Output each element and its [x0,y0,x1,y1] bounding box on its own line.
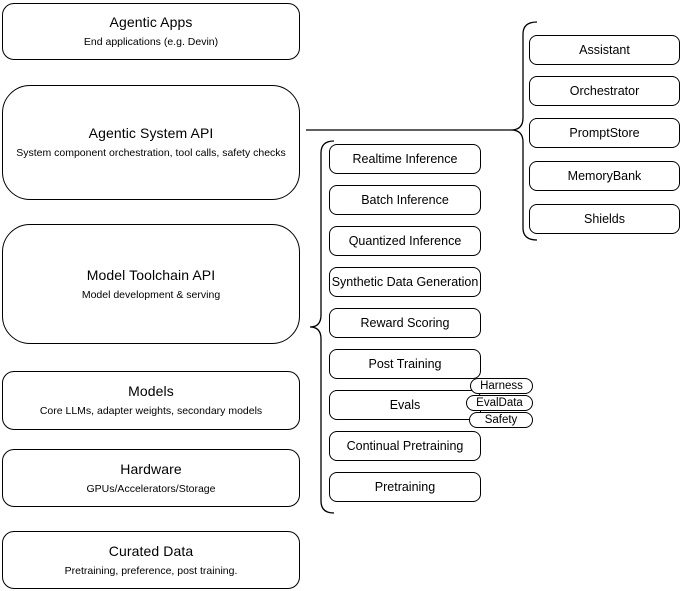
box-label: MemoryBank [567,169,642,183]
tag-safety: Safety [469,412,533,428]
box-label: Reward Scoring [360,316,450,330]
box-label: Synthetic Data Generation [331,275,479,289]
box-title: Models [128,383,174,399]
box-assistant: Assistant [529,35,680,65]
box-subtitle: GPUs/Accelerators/Storage [86,482,216,495]
box-label: Continual Pretraining [346,439,464,453]
box-agentic-apps: Agentic Apps End applications (e.g. Devi… [2,3,300,60]
box-subtitle: End applications (e.g. Devin) [83,36,219,48]
box-label: Shields [584,212,625,226]
box-label: Quantized Inference [348,234,462,248]
tag-label: EvalData [476,397,523,409]
box-label: Pretraining [374,480,436,494]
box-models: Models Core LLMs, adapter weights, secon… [2,371,300,430]
box-orchestrator: Orchestrator [529,76,680,106]
box-pretraining: Pretraining [329,472,481,502]
box-batch-inference: Batch Inference [329,185,481,215]
box-title: Agentic System API [88,125,214,141]
box-evals: Evals [329,390,481,420]
box-agentic-system-api: Agentic System API System component orch… [2,85,300,200]
box-continual-pretraining: Continual Pretraining [329,431,481,461]
box-label: Batch Inference [361,193,449,207]
box-label: PromptStore [569,126,640,140]
box-title: Model Toolchain API [86,266,216,283]
box-curated-data: Curated Data Pretraining, preference, po… [2,531,300,589]
box-subtitle: Model development & serving [81,288,221,301]
box-realtime-inference: Realtime Inference [329,144,481,174]
box-subtitle: Pretraining, preference, post training. [64,564,238,577]
box-quantized-inference: Quantized Inference [329,226,481,256]
tag-harness: Harness [470,378,533,394]
box-label: Orchestrator [569,84,640,98]
box-label: Assistant [579,43,630,57]
box-reward-scoring: Reward Scoring [329,308,481,338]
box-label: Evals [389,398,421,412]
box-memorybank: MemoryBank [529,161,680,191]
box-title: Curated Data [108,542,194,559]
tag-label: Harness [480,380,523,392]
box-post-training: Post Training [329,349,481,379]
box-label: Post Training [368,357,442,371]
tag-label: Safety [484,414,518,426]
box-promptstore: PromptStore [529,118,680,148]
box-title: Hardware [120,460,182,477]
box-model-toolchain-api: Model Toolchain API Model development & … [2,224,300,344]
box-subtitle: System component orchestration, tool cal… [16,147,286,159]
box-label: Realtime Inference [352,152,458,166]
box-title: Agentic Apps [109,14,193,30]
box-synthetic-data-generation: Synthetic Data Generation [329,267,481,297]
box-subtitle: Core LLMs, adapter weights, secondary mo… [39,405,263,417]
tag-evaldata: EvalData [466,395,533,411]
box-shields: Shields [529,204,680,234]
box-hardware: Hardware GPUs/Accelerators/Storage [2,449,300,507]
